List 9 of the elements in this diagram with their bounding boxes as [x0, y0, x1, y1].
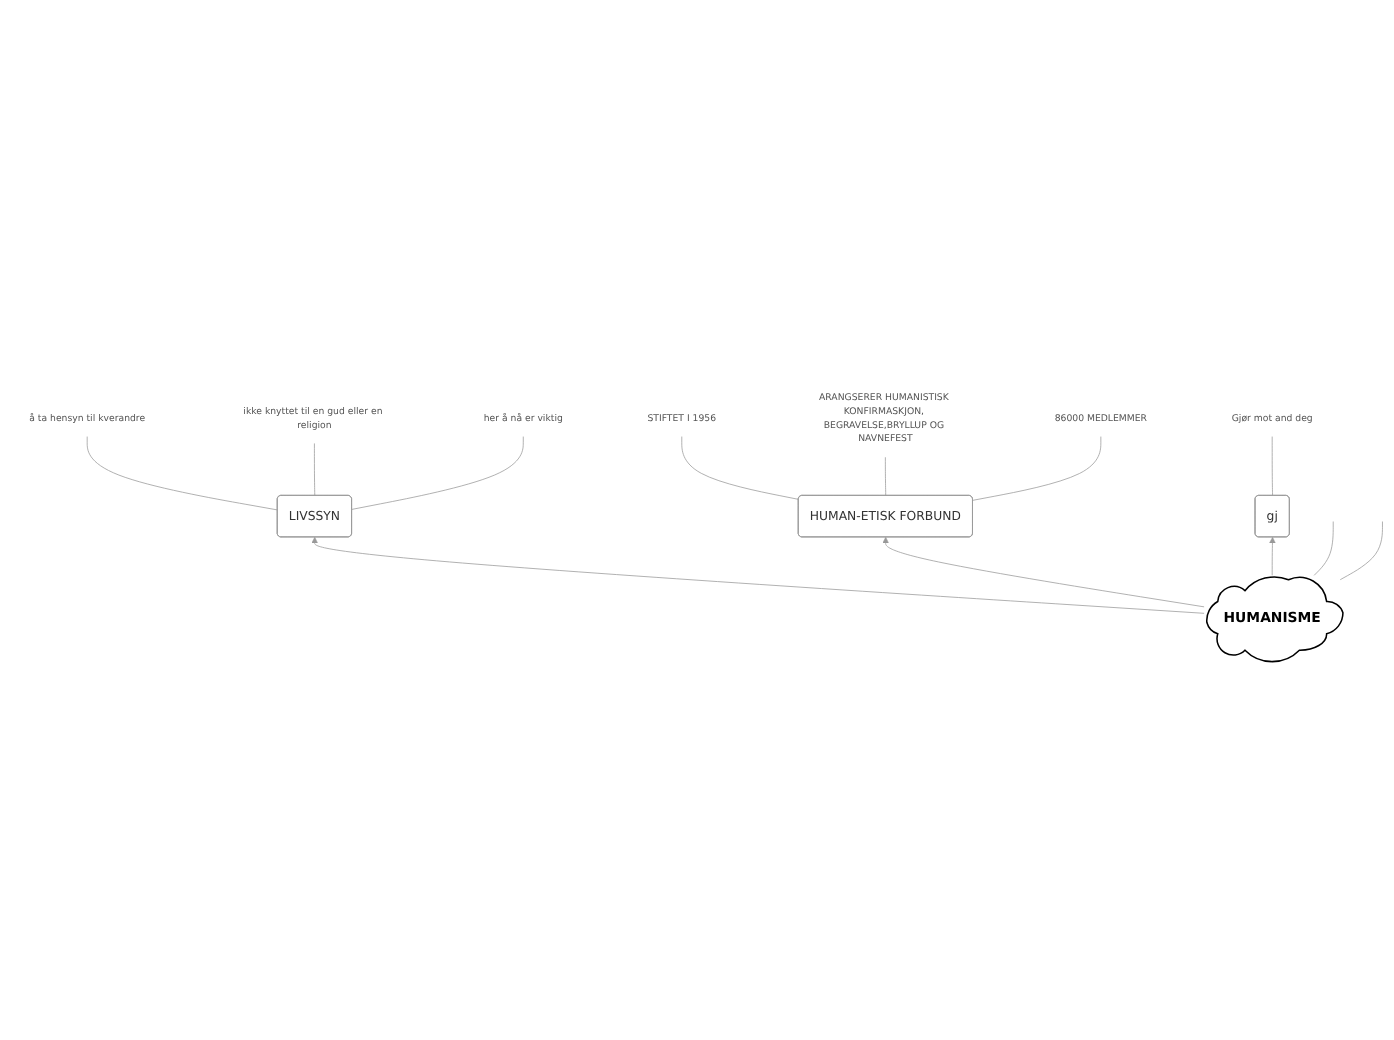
connector-line [86, 435, 278, 511]
connector-line [681, 435, 799, 500]
connector-line [1313, 521, 1334, 576]
connector-line [1271, 435, 1273, 497]
connector-line [314, 442, 316, 497]
connector-line [972, 435, 1102, 501]
connector-line [351, 435, 524, 510]
connector-line [1339, 521, 1383, 581]
connector-line [884, 456, 887, 497]
